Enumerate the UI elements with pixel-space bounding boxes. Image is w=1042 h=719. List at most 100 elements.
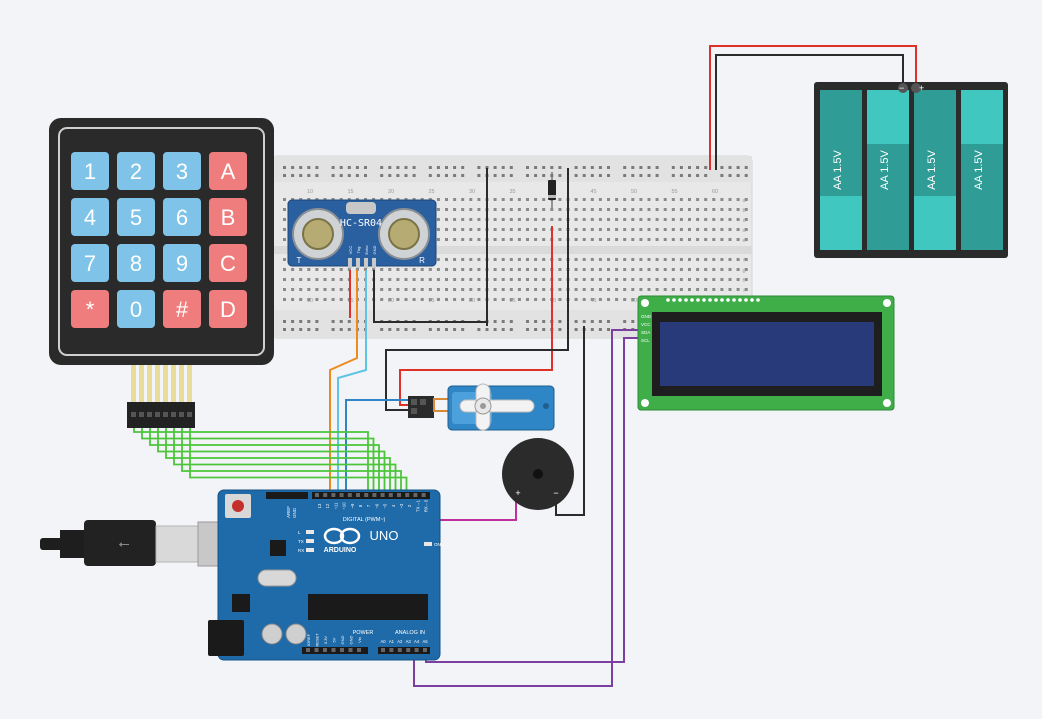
keypad-key-8[interactable]: 8 xyxy=(117,244,155,282)
wire-servo-black[interactable] xyxy=(385,326,569,411)
keypad-key-A[interactable]: A xyxy=(209,152,247,190)
battery-cell: AA 1.5V xyxy=(867,90,909,250)
wire-sensor-orange[interactable] xyxy=(329,270,358,497)
keypad-key-9[interactable]: 9 xyxy=(163,244,201,282)
column-number: 10 xyxy=(307,298,313,304)
digital-pin-label: 2 xyxy=(407,504,412,507)
buzzer[interactable]: + − xyxy=(502,438,574,510)
keypad-key-star[interactable]: * xyxy=(71,290,109,328)
keypad-key-4[interactable]: 4 xyxy=(71,198,109,236)
wires xyxy=(133,45,917,687)
keypad-key-label: 2 xyxy=(130,159,142,184)
aref-label: AREF xyxy=(286,506,291,518)
battery-cell-label: AA 1.5V xyxy=(973,149,985,189)
keypad-key-label: D xyxy=(220,297,236,322)
keypad-key-label: 0 xyxy=(130,297,142,322)
digital-pin-label: 13 xyxy=(317,503,322,508)
keypad-key-label: 1 xyxy=(84,159,96,184)
keypad-key-label: 6 xyxy=(176,205,188,230)
column-number: 45 xyxy=(590,298,596,304)
column-number: 60 xyxy=(712,189,718,195)
buzzer-minus: − xyxy=(553,488,558,498)
keypad-key-0[interactable]: 0 xyxy=(117,290,155,328)
led-label: L xyxy=(298,530,301,535)
wire-lcd-sda[interactable] xyxy=(413,329,644,687)
battery-cell: AA 1.5V xyxy=(914,90,956,250)
digital-pin-label: ~5 xyxy=(383,503,388,508)
column-number: 20 xyxy=(388,189,394,195)
sensor-left-mark: T xyxy=(297,256,302,265)
keypad-key-2[interactable]: 2 xyxy=(117,152,155,190)
keypad-key-6[interactable]: 6 xyxy=(163,198,201,236)
power-pin-label: Vin xyxy=(357,637,362,643)
on-label: ON xyxy=(434,542,441,547)
keypad-key-7[interactable]: 7 xyxy=(71,244,109,282)
keypad-key-label: 7 xyxy=(84,251,96,276)
row-letter: g xyxy=(742,268,745,274)
arduino-model: UNO xyxy=(370,528,399,543)
wire-battery-black[interactable] xyxy=(715,54,904,170)
lcd-pin-label: GND xyxy=(641,314,652,319)
column-number: 15 xyxy=(347,189,353,195)
column-number: 50 xyxy=(631,298,637,304)
column-number: 10 xyxy=(307,189,313,195)
keypad-key-label: 8 xyxy=(130,251,142,276)
led-label: TX xyxy=(298,539,304,544)
wire-battery-red[interactable] xyxy=(709,45,917,170)
power-label: POWER xyxy=(353,630,374,636)
lcd-pin-label: SDA xyxy=(641,330,650,335)
digital-pin-label: ~11 xyxy=(333,502,338,509)
power-pin-label: GND xyxy=(349,635,354,644)
digital-pin-label: RX←0 xyxy=(424,499,429,512)
digital-pin-label: ~3 xyxy=(399,503,404,508)
keypad-key-label: B xyxy=(221,205,236,230)
arduino-uno[interactable]: ARDUINO UNO DIGITAL (PWM~) POWER ANALOG … xyxy=(208,489,441,661)
buzzer-plus: + xyxy=(515,488,520,498)
keypad-key-D[interactable]: D xyxy=(209,290,247,328)
keypad-key-1[interactable]: 1 xyxy=(71,152,109,190)
row-letter: i xyxy=(743,288,744,294)
keypad-key-C[interactable]: C xyxy=(209,244,247,282)
battery-cell: AA 1.5V xyxy=(820,90,862,250)
column-number: 30 xyxy=(469,189,475,195)
battery-cell: AA 1.5V xyxy=(961,90,1003,250)
wire-sensor-cyan[interactable] xyxy=(337,270,367,497)
power-pin-label: IOREF xyxy=(306,633,311,646)
sensor-label: HC-SR04 xyxy=(340,218,382,229)
usb-cable[interactable]: ⭠ xyxy=(40,520,241,567)
column-number: 45 xyxy=(590,189,596,195)
digital-label: DIGITAL (PWM~) xyxy=(343,517,386,523)
keypad-key-label: C xyxy=(220,251,236,276)
keypad-wires[interactable] xyxy=(133,428,408,497)
analog-pin-label: A5 xyxy=(422,639,428,644)
wire-servo-red[interactable] xyxy=(399,226,553,406)
keypad-key-3[interactable]: 3 xyxy=(163,152,201,190)
diode[interactable] xyxy=(548,172,556,208)
column-number: 55 xyxy=(671,189,677,195)
analog-label: ANALOG IN xyxy=(395,630,425,636)
battery-cell-label: AA 1.5V xyxy=(879,149,891,189)
servo-motor[interactable] xyxy=(408,383,555,431)
keypad-key-B[interactable]: B xyxy=(209,198,247,236)
keypad-key-label: 9 xyxy=(176,251,188,276)
wire-sensor-black[interactable] xyxy=(373,270,486,323)
usb-icon: ⭠ xyxy=(118,535,129,551)
analog-pin-label: A1 xyxy=(389,639,395,644)
analog-pin-label: A0 xyxy=(380,639,386,644)
column-number: 50 xyxy=(631,189,637,195)
row-letter: b xyxy=(742,208,745,214)
sensor-right-mark: R xyxy=(419,256,425,265)
keypad-key-hash[interactable]: # xyxy=(163,290,201,328)
row-letter: e xyxy=(742,238,745,244)
keypad-key-label: # xyxy=(176,297,189,322)
analog-pin-label: A2 xyxy=(397,639,403,644)
keypad-key-5[interactable]: 5 xyxy=(117,198,155,236)
